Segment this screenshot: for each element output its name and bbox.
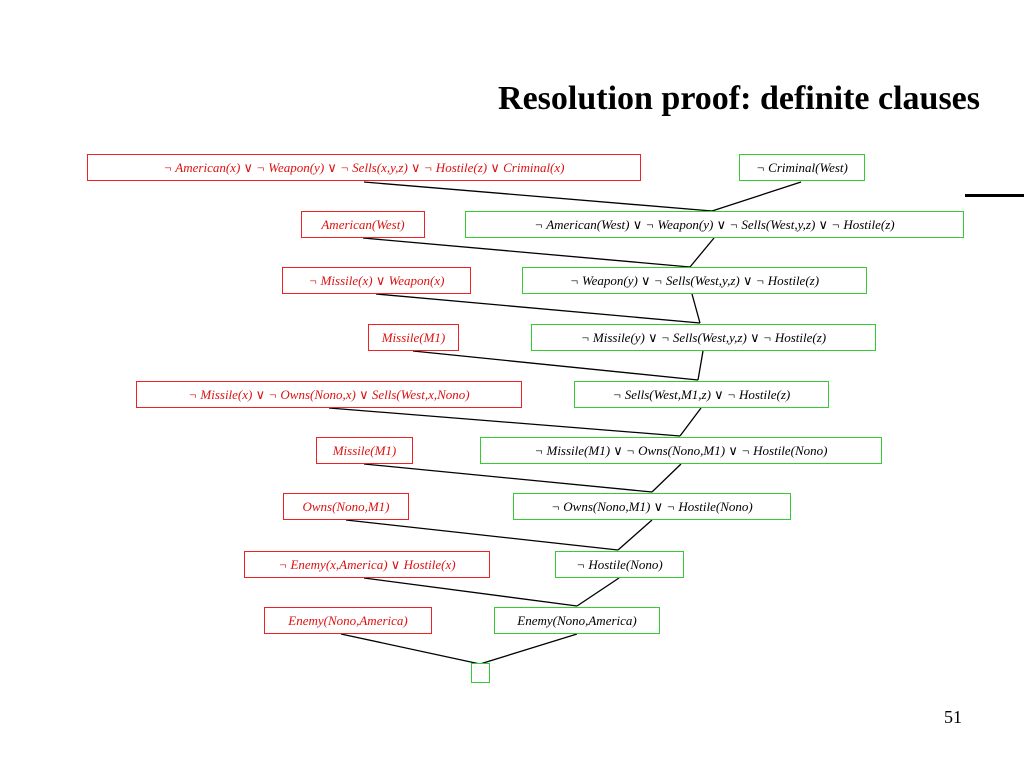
- kb-clause: Enemy(Nono,America): [264, 607, 432, 634]
- kb-clause: ¬ Missile(x) ∨ Weapon(x): [282, 267, 471, 294]
- edge-res-1: [689, 237, 715, 268]
- edge-kb-4: [328, 407, 681, 437]
- edge-kb-5: [363, 463, 653, 493]
- edge-res-6: [617, 519, 653, 551]
- edge-kb-3: [412, 350, 699, 381]
- kb-clause: Owns(Nono,M1): [283, 493, 409, 520]
- resolvent-clause: ¬ Hostile(Nono): [555, 551, 684, 578]
- kb-clause: Missile(M1): [368, 324, 459, 351]
- edge-res-0: [711, 181, 802, 212]
- edge-res-5: [651, 463, 682, 493]
- resolvent-clause: Enemy(Nono,America): [494, 607, 660, 634]
- resolvent-clause: ¬ Sells(West,M1,z) ∨ ¬ Hostile(z): [574, 381, 829, 408]
- slide-title: Resolution proof: definite clauses: [498, 80, 980, 117]
- edge-kb-2: [375, 293, 701, 324]
- edge-kb-7: [363, 577, 578, 607]
- edge-kb-0: [363, 181, 713, 212]
- edge-res-2: [691, 293, 701, 324]
- edge-kb-6: [345, 519, 619, 551]
- resolvent-clause: ¬ Weapon(y) ∨ ¬ Sells(West,y,z) ∨ ¬ Host…: [522, 267, 867, 294]
- page-number: 51: [944, 707, 962, 727]
- edge-kb-8: [340, 633, 481, 665]
- edge-kb-1: [362, 237, 691, 268]
- kb-clause: American(West): [301, 211, 425, 238]
- resolvent-clause: ¬ Owns(Nono,M1) ∨ ¬ Hostile(Nono): [513, 493, 791, 520]
- kb-clause: ¬ American(x) ∨ ¬ Weapon(y) ∨ ¬ Sells(x,…: [87, 154, 641, 181]
- edge-res-8: [479, 633, 578, 665]
- kb-clause: Missile(M1): [316, 437, 413, 464]
- resolvent-clause: ¬ Missile(y) ∨ ¬ Sells(West,y,z) ∨ ¬ Hos…: [531, 324, 876, 351]
- edge-res-4: [679, 407, 702, 437]
- kb-clause: ¬ Missile(x) ∨ ¬ Owns(Nono,x) ∨ Sells(We…: [136, 381, 522, 408]
- empty-clause: [471, 663, 490, 683]
- edge-res-7: [576, 577, 620, 607]
- resolvent-clause: ¬ Criminal(West): [739, 154, 865, 181]
- kb-clause: ¬ Enemy(x,America) ∨ Hostile(x): [244, 551, 490, 578]
- resolvent-clause: ¬ American(West) ∨ ¬ Weapon(y) ∨ ¬ Sells…: [465, 211, 964, 238]
- edge-res-3: [697, 350, 704, 381]
- resolvent-clause: ¬ Missile(M1) ∨ ¬ Owns(Nono,M1) ∨ ¬ Host…: [480, 437, 882, 464]
- title-accent-line: [965, 194, 1024, 197]
